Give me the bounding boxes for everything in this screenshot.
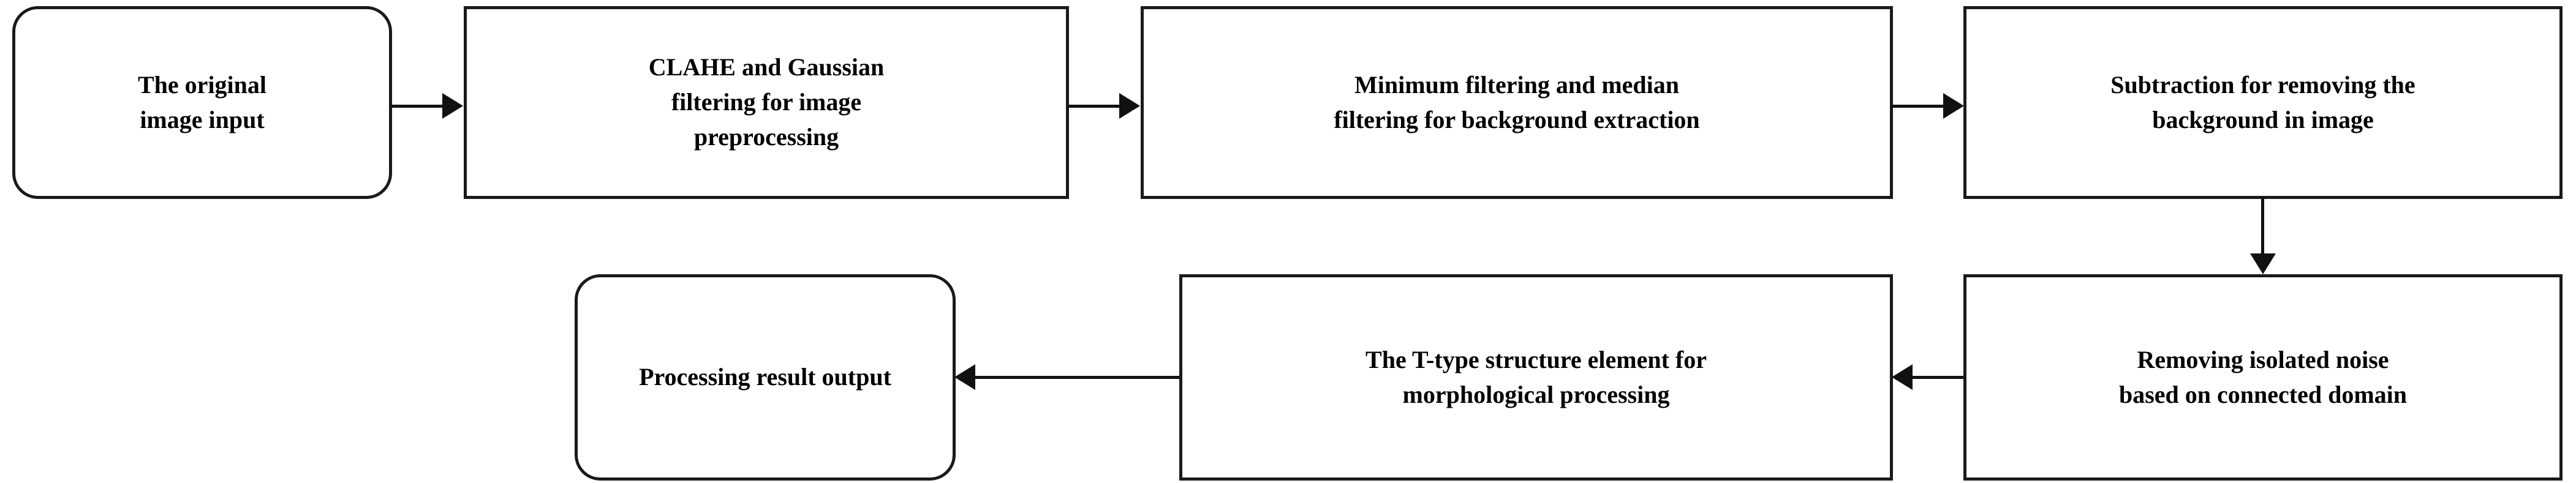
node-minimum-median-background-extraction[interactable]: Minimum filtering and median filtering f…	[1141, 6, 1893, 199]
connector-line-4	[2261, 198, 2264, 258]
node-label-removing-isolated-noise: Removing isolated noise based on connect…	[2118, 345, 2408, 408]
connector-arrowhead-6-icon	[954, 364, 975, 390]
node-original-image-input[interactable]: The original image input	[12, 6, 392, 199]
connector-line-1	[391, 105, 446, 108]
node-label-subtraction-background-removal: Subtraction for removing the background …	[2110, 70, 2415, 133]
node-label-processing-result-output: Processing result output	[639, 363, 891, 391]
node-processing-result-output[interactable]: Processing result output	[575, 274, 956, 481]
node-clahe-gaussian-preprocessing[interactable]: CLAHE and Gaussian filtering for image p…	[464, 6, 1069, 199]
node-label-clahe-gaussian-preprocessing: CLAHE and Gaussian filtering for image p…	[648, 53, 885, 151]
connector-arrowhead-5-icon	[1892, 364, 1913, 390]
connector-line-3	[1892, 105, 1944, 108]
node-label-original-image-input: The original image input	[137, 70, 267, 133]
connector-arrowhead-4-icon	[2250, 253, 2276, 274]
connector-arrowhead-2-icon	[1119, 93, 1140, 119]
connector-arrowhead-1-icon	[442, 93, 463, 119]
node-t-type-morphological-processing[interactable]: The T-type structure element for morphol…	[1179, 274, 1893, 481]
connector-line-2	[1068, 105, 1122, 108]
connector-line-5	[1913, 376, 1965, 379]
node-label-minimum-median-background-extraction: Minimum filtering and median filtering f…	[1334, 70, 1700, 133]
connector-line-6	[975, 376, 1181, 379]
node-label-t-type-morphological-processing: The T-type structure element for morphol…	[1365, 345, 1707, 408]
node-removing-isolated-noise[interactable]: Removing isolated noise based on connect…	[1963, 274, 2563, 481]
node-subtraction-background-removal[interactable]: Subtraction for removing the background …	[1963, 6, 2563, 199]
connector-arrowhead-3-icon	[1943, 93, 1964, 119]
